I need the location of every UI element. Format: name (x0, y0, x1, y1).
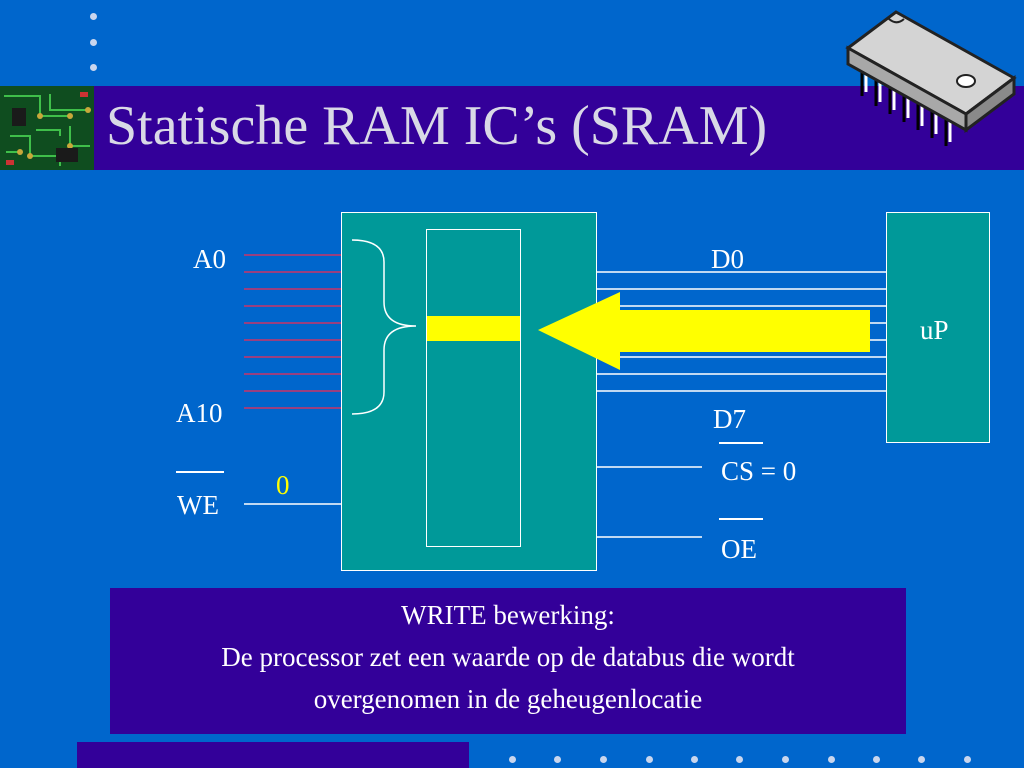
slide-title: Statische RAM IC’s (SRAM) (106, 95, 768, 157)
memory-cell-column (426, 229, 521, 547)
caption-line-2: De processor zet een waarde op de databu… (221, 642, 795, 672)
data-top-label: D0 (711, 244, 744, 274)
decor-dot (782, 756, 789, 763)
decor-dot (964, 756, 971, 763)
decor-dot (736, 756, 743, 763)
address-brace (351, 239, 417, 415)
cs-overline (719, 442, 763, 444)
address-top-label: A0 (193, 244, 226, 274)
we-value: 0 (276, 470, 290, 500)
decor-dot (918, 756, 925, 763)
address-bottom-label: A10 (176, 398, 223, 428)
oe-label: OE (721, 534, 757, 564)
decor-dot (90, 39, 97, 46)
decor-dot (90, 13, 97, 20)
decor-dot (691, 756, 698, 763)
decor-dot (554, 756, 561, 763)
cs-label: CS = 0 (721, 456, 797, 486)
title-bar (0, 86, 1024, 170)
address-lines (244, 254, 341, 409)
decor-dot (828, 756, 835, 763)
decor-dot (646, 756, 653, 763)
caption-line-3: overgenomen in de geheugenlocatie (313, 684, 703, 714)
ic-chip-icon (845, 10, 1017, 146)
caption-line-1: WRITE bewerking: (401, 600, 615, 630)
we-overline (176, 471, 224, 473)
processor-label: uP (920, 315, 949, 345)
circuit-board-icon (0, 86, 94, 170)
oe-overline (719, 518, 763, 520)
selected-memory-location (427, 316, 520, 341)
processor-block (886, 212, 990, 443)
we-label: WE (177, 490, 219, 520)
write-arrow (538, 292, 870, 370)
footer-bar (77, 742, 469, 768)
data-bottom-label: D7 (713, 404, 746, 434)
decor-dot (509, 756, 516, 763)
decor-dot (873, 756, 880, 763)
decor-dot (90, 64, 97, 71)
caption-box: WRITE bewerking: De processor zet een wa… (110, 588, 906, 734)
decor-dot (600, 756, 607, 763)
